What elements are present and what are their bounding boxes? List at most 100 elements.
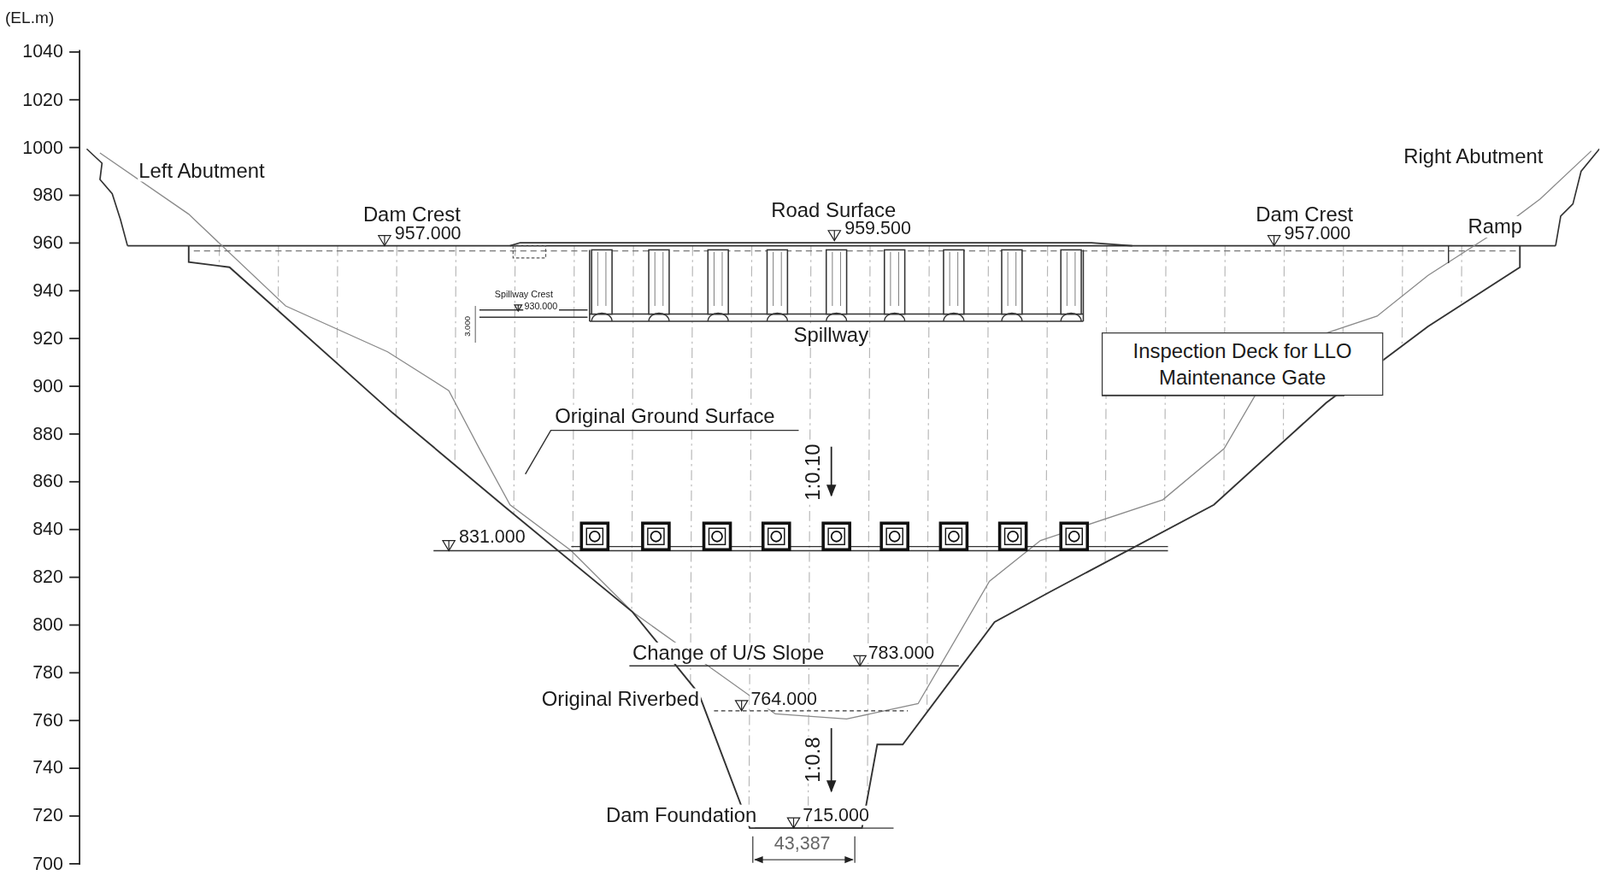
drawing-label: Left Abutment [137, 159, 266, 182]
pier-groove [898, 252, 900, 306]
drawing-label: Right Abutment [1402, 146, 1545, 168]
block-joint [570, 246, 575, 868]
pier-nose [1060, 312, 1082, 322]
pier-nose [766, 312, 788, 322]
axis-value: 800 [31, 615, 65, 636]
axis-tick [69, 194, 80, 197]
elevation-marker-stem [383, 235, 385, 247]
drawing-label: 3.000 [464, 315, 473, 338]
outlet-box [940, 523, 967, 550]
spillway-pier [707, 249, 729, 314]
elevation-marker [853, 655, 866, 666]
axis-value: 880 [31, 424, 65, 445]
pier-groove [605, 252, 606, 306]
pier-groove [781, 252, 783, 306]
elevation-marker [787, 817, 800, 829]
outlet-box [1060, 523, 1088, 550]
pier-groove [713, 252, 715, 306]
pier-groove [772, 252, 774, 306]
spillway-pier [884, 249, 906, 314]
pier-groove [889, 252, 891, 306]
elevation-marker [1267, 235, 1280, 247]
block-joint [689, 246, 694, 868]
drawing-label: 43,387 [773, 834, 832, 854]
axis-value: 860 [31, 472, 65, 493]
spillway-pier [943, 249, 965, 314]
elevation-marker [442, 541, 455, 552]
axis-value: 780 [31, 663, 65, 683]
block-joint [1399, 246, 1403, 868]
outlet-bore [770, 531, 782, 542]
elevation-marker-stem [517, 305, 519, 312]
pier-nose [591, 312, 612, 322]
block-joint [985, 246, 989, 868]
axis-tick [69, 719, 80, 722]
elevation-marker [735, 700, 748, 712]
outlet-inner [886, 528, 903, 545]
pier-nose [707, 312, 729, 322]
axis-value: 720 [31, 806, 65, 827]
outlet-bore [889, 531, 900, 542]
drawing-label: Ramp [1466, 216, 1524, 238]
axis-value: 940 [31, 281, 65, 301]
spillway-pier [648, 249, 670, 314]
block-joint [748, 246, 753, 868]
pier-nose [1001, 312, 1023, 322]
outlet-bore [1007, 531, 1018, 542]
axis-value: 1000 [21, 137, 65, 158]
drawing-label: Spillway Crest [494, 290, 554, 300]
drawing-label: 715.000 [801, 805, 871, 826]
axis-value: 1020 [21, 89, 65, 110]
outlet-box [1000, 523, 1027, 550]
drawing-label: 959.500 [843, 219, 912, 240]
axis-tick [69, 99, 80, 101]
pier-groove [949, 252, 951, 306]
pier-groove [1066, 252, 1068, 306]
pier-nose [943, 312, 965, 322]
drawing-label: Spillway [792, 324, 870, 347]
axis-tick [69, 863, 80, 865]
pier-groove [721, 252, 723, 306]
pier-groove [831, 252, 833, 306]
axis-tick [69, 51, 80, 53]
block-joint [1458, 246, 1463, 868]
drawing-label: Change of U/S Slope [631, 642, 826, 665]
drawing-label: 957.000 [394, 224, 463, 245]
block-joint [926, 246, 930, 868]
elevation-marker-stem [793, 817, 795, 829]
outlet-bore [1069, 531, 1080, 542]
pier-nose [648, 312, 670, 322]
outlet-box [703, 523, 730, 550]
outlet-box [642, 523, 670, 550]
axis-tick [69, 433, 80, 436]
axis-tick [69, 529, 80, 531]
outlet-inner [828, 528, 845, 545]
outlet-inner [768, 528, 785, 545]
drawing-label: 1:0.8 [802, 735, 824, 783]
spillway-pier [1060, 249, 1082, 314]
outlet-bore [711, 531, 723, 542]
pier-groove [1074, 252, 1076, 306]
pier-groove [957, 252, 959, 306]
axis-tick [69, 576, 80, 579]
block-joint [452, 246, 457, 868]
axis-tick [69, 671, 80, 674]
drawing-label: Original Ground Surface [553, 405, 777, 428]
block-joint [275, 246, 279, 868]
axis-unit: (EL.m) [4, 10, 56, 28]
outlet-inner [647, 528, 665, 545]
axis-value: 1040 [21, 42, 65, 63]
axis-tick [69, 242, 80, 245]
drawing-label: 930.000 [523, 301, 559, 312]
elevation-marker-stem [859, 655, 861, 666]
outlet-inner [1065, 528, 1083, 545]
outlet-box [581, 523, 608, 550]
outlet-bore [831, 531, 842, 542]
spillway-pier [826, 249, 848, 314]
block-joint [1044, 246, 1048, 868]
outlet-bore [650, 531, 661, 542]
axis-value: 820 [31, 567, 65, 588]
drawing-label: 831.000 [458, 527, 527, 548]
spillway-pier [766, 249, 788, 314]
outlet-bore [589, 531, 600, 542]
